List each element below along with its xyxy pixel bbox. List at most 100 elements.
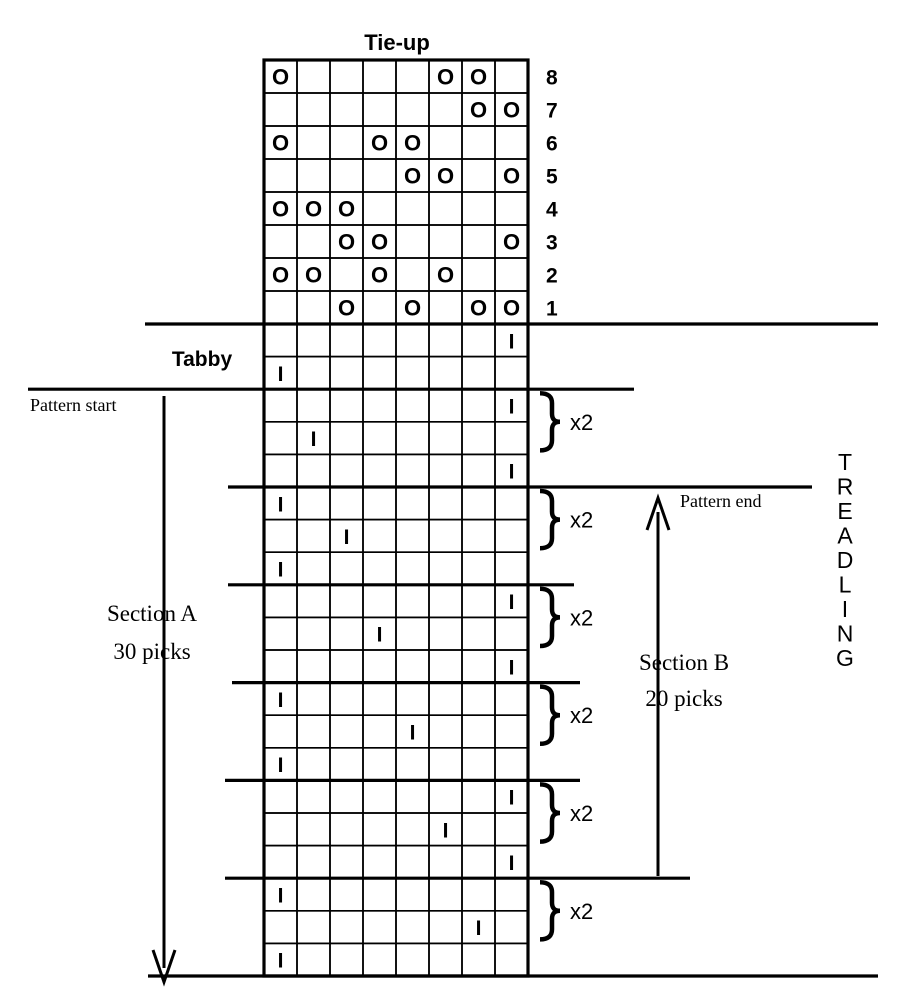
treadling-cell: [494, 877, 529, 912]
treadling-cell: [428, 323, 463, 358]
draft-grid: [262, 58, 530, 978]
treadling-cell: [263, 583, 298, 619]
treadling-cell: [428, 909, 463, 945]
treadling-cell: [296, 388, 331, 423]
treadle-mark: I: [377, 624, 383, 647]
tieup-cell: [395, 257, 430, 292]
tieup-cell: [329, 125, 364, 160]
treadling-cell: [329, 942, 364, 977]
treadle-mark: I: [410, 722, 416, 745]
treadling-cell: [263, 812, 298, 847]
treadling-cell: [494, 355, 529, 391]
treadling-cell: [461, 844, 496, 879]
treadling-cell: [296, 551, 331, 586]
tieup-cell: [362, 158, 397, 193]
tieup-cell: [461, 125, 496, 160]
treadling-cell: [296, 355, 331, 391]
treadling-cell: [362, 844, 397, 879]
tieup-mark: O: [305, 197, 322, 222]
tieup-mark: O: [404, 131, 421, 156]
treadle-mark: I: [509, 461, 515, 484]
tieup-cell: [395, 224, 430, 259]
tieup-cell: [296, 224, 331, 259]
treadling-cell: [395, 942, 430, 977]
treadling-cell: [428, 649, 463, 684]
treadle-mark: I: [278, 559, 284, 582]
treadling-cell: [461, 812, 496, 847]
treadling-cell: [362, 583, 397, 619]
treadling-cell: [461, 518, 496, 553]
repeat-brace: [539, 782, 561, 844]
treadling-cell: [296, 518, 331, 553]
section-b-arrow: [645, 493, 671, 876]
treadling-cell: [428, 844, 463, 879]
treadling-cell: [494, 681, 529, 716]
treadling-letter: G: [836, 645, 854, 671]
treadling-cell: [494, 551, 529, 586]
tieup-mark: O: [305, 263, 322, 288]
treadling-cell: [461, 551, 496, 586]
treadling-cell: [362, 486, 397, 521]
tieup-cell: [263, 158, 298, 193]
treadling-cell: [428, 551, 463, 586]
treadle-mark: I: [278, 689, 284, 712]
treadling-letter: T: [838, 449, 852, 475]
tieup-cell: [362, 59, 397, 94]
shaft-number: 6: [546, 133, 558, 156]
treadling-cell: [461, 779, 496, 814]
treadling-cell: [263, 779, 298, 814]
treadling-cell: [296, 486, 331, 521]
repeat-brace: [539, 390, 561, 453]
repeat-brace: [539, 488, 561, 551]
treadling-cell: [395, 844, 430, 879]
treadling-cell: [494, 812, 529, 847]
treadling-letter: I: [842, 596, 848, 622]
treadling-cell: [362, 714, 397, 749]
shaft-number: 2: [546, 265, 558, 288]
tieup-cell: [428, 125, 463, 160]
treadling-cell: [428, 453, 463, 488]
treadling-cell: [362, 551, 397, 586]
treadling-cell: [494, 420, 529, 456]
repeat-brace: [539, 684, 561, 747]
treadling-cell: [296, 942, 331, 977]
repeat-count: x2: [570, 801, 593, 826]
tieup-mark: O: [272, 197, 289, 222]
treadling-cell: [494, 909, 529, 945]
treadling-cell: [461, 681, 496, 716]
treadling-cell: [329, 388, 364, 423]
tieup-mark: O: [503, 230, 520, 255]
treadling-cell: [296, 681, 331, 716]
treadling-cell: [362, 420, 397, 456]
tieup-mark: O: [404, 164, 421, 189]
treadling-cell: [263, 420, 298, 456]
tieup-cell: [428, 92, 463, 127]
treadling-letter: N: [837, 621, 854, 647]
tieup-cell: [494, 257, 529, 292]
treadling-cell: [362, 681, 397, 716]
treadling-cell: [461, 486, 496, 521]
treadling-cell: [263, 388, 298, 423]
treadling-cell: [263, 453, 298, 488]
repeat-brace: [539, 586, 561, 649]
treadling-cell: [362, 746, 397, 782]
treadling-cell: [461, 453, 496, 488]
tieup-mark: O: [437, 263, 454, 288]
treadling-cell: [329, 877, 364, 912]
treadling-cell: [296, 746, 331, 782]
repeat-count: x2: [570, 410, 593, 435]
treadling-cell: [329, 844, 364, 879]
treadling-cell: [461, 714, 496, 749]
treadling-cell: [395, 909, 430, 945]
treadling-cell: [329, 355, 364, 391]
tieup-cell: [329, 59, 364, 94]
tieup-cell: [428, 224, 463, 259]
treadling-cell: [362, 518, 397, 553]
repeat-count: x2: [570, 899, 593, 924]
tieup-cell: [329, 257, 364, 292]
treadling-cell: [395, 583, 430, 619]
tieup-cell: [395, 92, 430, 127]
